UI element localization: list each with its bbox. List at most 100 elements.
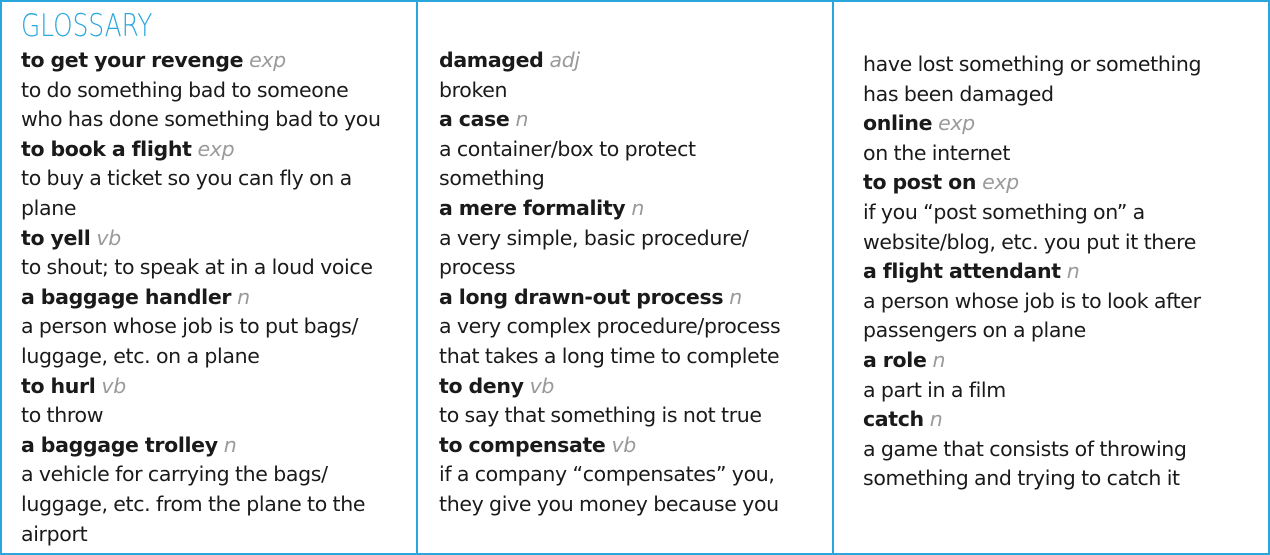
entry-term: a baggage handler (21, 284, 232, 309)
entry-definition-line: to do something bad to someone (21, 77, 349, 102)
entry-definition-line: if a company “compensates” you, (439, 462, 775, 487)
entry-part-of-speech: n (631, 195, 644, 220)
entry-definition-line: who has done something bad to you (21, 107, 381, 132)
entry-part-of-speech: vb (96, 225, 121, 250)
entry-definition-line: a container/box to protect (439, 136, 696, 161)
entry-part-of-speech: adj (549, 48, 581, 72)
entry-definition-line: they give you money because you (439, 491, 779, 516)
entry-part-of-speech: vb (611, 432, 636, 457)
entry-term: to deny (439, 373, 524, 398)
entry-term: a case (439, 107, 510, 132)
entry-term: online (863, 111, 933, 136)
entry-part-of-speech: n (932, 347, 946, 372)
entry-part-of-speech: vb (101, 373, 126, 398)
entry-term: to post on (863, 170, 977, 195)
entry-definition-line: to shout; to speak at in a loud voice (21, 255, 373, 280)
entry-part-of-speech: n (1066, 259, 1080, 284)
entry-definition-line: that takes a long time to complete (439, 343, 780, 368)
entry-part-of-speech: n (237, 284, 250, 309)
entry-part-of-speech: vb (529, 373, 555, 398)
entry-term: a mere formality (439, 195, 626, 220)
entry-definition-line: on the internet (863, 140, 1011, 165)
entry-definition-line: luggage, etc. from the plane to the (21, 491, 366, 516)
entry-definition-line: has been damaged (863, 81, 1054, 106)
entry-definition-line: a person whose job is to put bags/ (21, 314, 359, 339)
entry-definition-line: to buy a ticket so you can fly on a (21, 166, 352, 191)
entry-part-of-speech: n (515, 107, 529, 132)
entry-definition-line: process (439, 255, 516, 280)
entry-term: a flight attendant (863, 259, 1061, 284)
entry-definition-line: a very complex procedure/process (439, 314, 781, 339)
entry-term: a baggage trolley (21, 432, 218, 457)
entry-definition-line: a very simple, basic procedure/ (439, 225, 749, 250)
entry-part-of-speech: exp (249, 48, 286, 72)
entry-term: damaged (439, 48, 544, 72)
entry-part-of-speech: n (929, 407, 943, 432)
entry-part-of-speech: exp (938, 111, 975, 136)
entry-term: to yell (21, 225, 91, 250)
entry-term: catch (863, 407, 924, 432)
entry-term: to compensate (439, 432, 606, 457)
entry-definition-line: something (439, 166, 545, 191)
entry-definition-line: airport (21, 521, 88, 546)
entry-definition-line: to throw (21, 403, 104, 428)
entry-definition-line: something and trying to catch it (863, 466, 1180, 491)
entry-term: to book a flight (21, 136, 192, 161)
entry-definition-line: a game that consists of throwing (863, 436, 1187, 461)
entry-definition-line: broken (439, 77, 508, 102)
entry-definition-line: a person whose job is to look after (863, 288, 1201, 313)
glossary-title: GLOSSARY (21, 8, 153, 44)
entry-part-of-speech: n (223, 432, 237, 457)
entry-term: a long drawn-out process (439, 284, 724, 309)
entry-part-of-speech: exp (982, 170, 1019, 195)
entry-definition-line: luggage, etc. on a plane (21, 343, 260, 368)
entry-definition-line: plane (21, 195, 77, 220)
entry-part-of-speech: exp (197, 136, 235, 161)
entry-term: to hurl (21, 373, 96, 398)
entry-part-of-speech: n (729, 284, 742, 309)
entry-definition-line: if you “post something on” a (863, 199, 1145, 224)
entry-term: a role (863, 347, 927, 372)
entry-definition-line: passengers on a plane (863, 318, 1086, 343)
entry-definition-line: a vehicle for carrying the bags/ (21, 462, 328, 487)
entry-term: to get your revenge (21, 48, 244, 72)
entry-definition-line: website/blog, etc. you put it there (863, 229, 1197, 254)
